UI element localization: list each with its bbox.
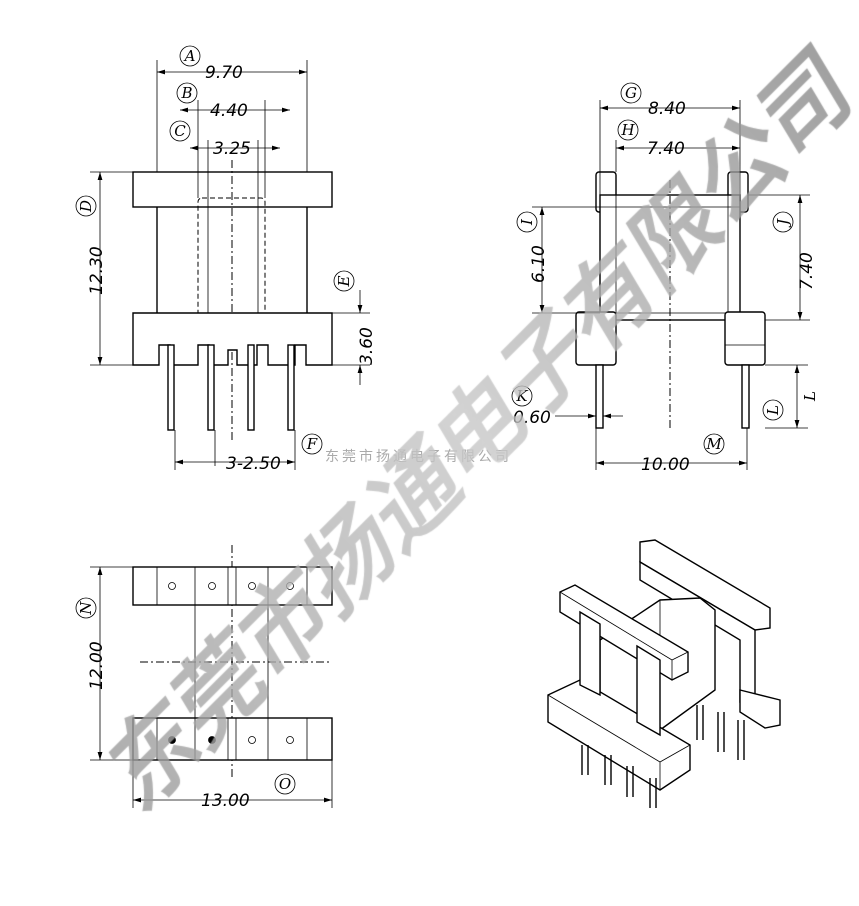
- dim-label-o: O: [279, 775, 291, 793]
- dim-label-d: D: [77, 200, 95, 213]
- dim-value-n: 12.00: [87, 641, 107, 690]
- dim-label-f: F: [306, 435, 318, 453]
- dim-value-l: L: [801, 391, 819, 402]
- isometric-view: [547, 539, 781, 808]
- dim-value-j: 7.40: [797, 252, 817, 290]
- dim-label-m: M: [705, 435, 722, 453]
- dim-label-a: A: [183, 47, 196, 65]
- dim-value-g: 8.40: [648, 99, 686, 119]
- watermark-small: 东莞市扬通电子有限公司: [325, 448, 512, 465]
- dim-value-c: 3.25: [213, 139, 251, 159]
- dim-value-f: 3-2.50: [226, 454, 281, 474]
- dim-label-g: G: [625, 84, 637, 102]
- dim-label-l: L: [764, 405, 782, 416]
- side-view: G 8.40 H 7.40 I 6.10 J 7.40 K 0.60 L L M…: [511, 82, 819, 475]
- dim-value-b: 4.40: [210, 101, 248, 121]
- dim-value-d: 12.30: [87, 246, 107, 295]
- dim-label-n: N: [77, 601, 95, 616]
- dim-value-a: 9.70: [205, 63, 243, 83]
- dim-value-i: 6.10: [529, 245, 549, 283]
- front-view: A 9.70 B 4.40 C 3.25 D 12.30 E 3.60 F 3-…: [75, 45, 377, 474]
- dim-value-h: 7.40: [647, 139, 685, 159]
- dim-label-k: K: [515, 387, 528, 405]
- dim-label-e: E: [335, 275, 353, 287]
- dim-label-j: J: [774, 218, 792, 228]
- dim-label-b: B: [180, 84, 192, 102]
- dim-label-i: I: [518, 218, 536, 226]
- dim-value-o: 13.00: [201, 791, 250, 811]
- dim-value-k: 0.60: [513, 408, 551, 428]
- bottom-view: N 12.00 O 13.00: [75, 545, 333, 811]
- dim-value-e: 3.60: [357, 327, 377, 365]
- dim-label-h: H: [620, 121, 635, 139]
- dim-label-c: C: [174, 122, 186, 140]
- dim-value-m: 10.00: [641, 455, 690, 475]
